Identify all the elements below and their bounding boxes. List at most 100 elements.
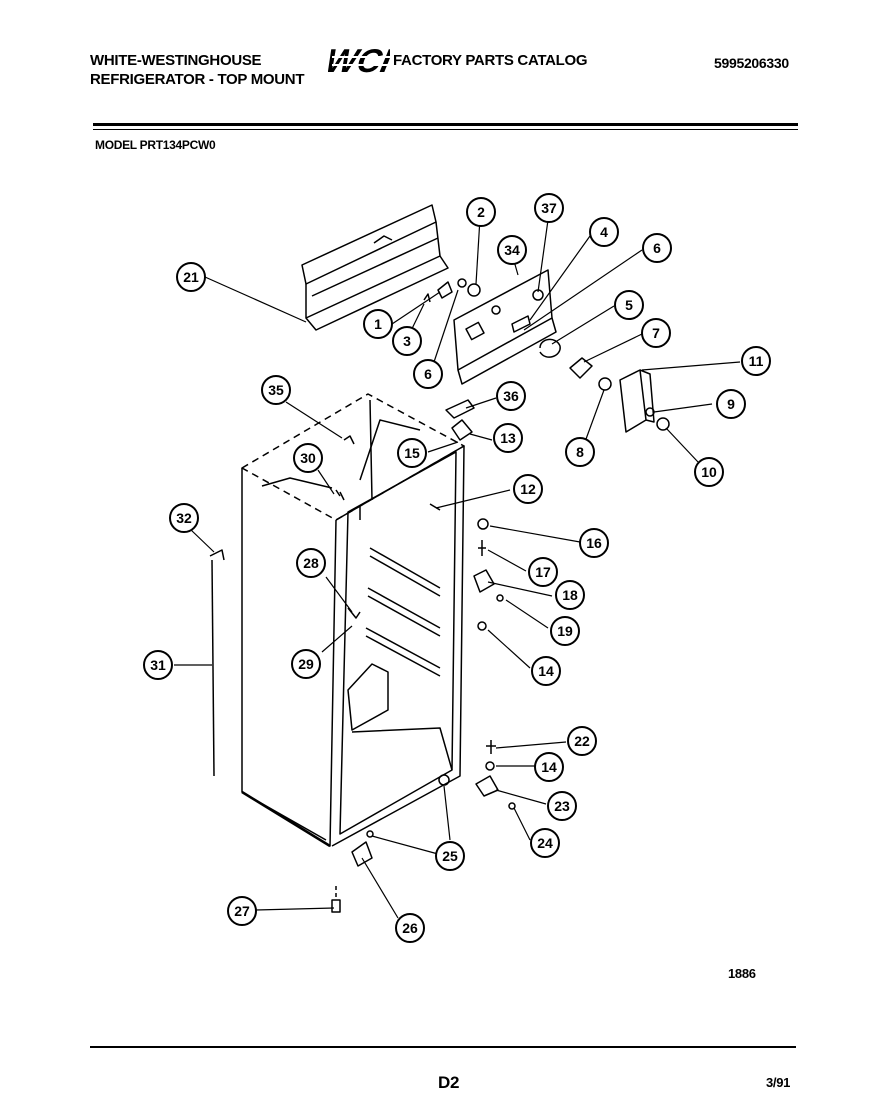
refrigerator-cabinet <box>241 393 465 848</box>
leader-lines <box>174 217 741 919</box>
callout-32: 32 <box>169 503 199 533</box>
callout-22: 22 <box>567 726 597 756</box>
callout-circle <box>143 650 173 680</box>
callout-label: 30 <box>300 450 316 466</box>
callout-25: 25 <box>435 841 465 871</box>
callout-label: 24 <box>537 835 553 851</box>
callout-circle <box>716 389 746 419</box>
callout-label: 14 <box>538 663 554 679</box>
callout-label: 16 <box>586 535 602 551</box>
callout-circle <box>435 841 465 871</box>
callout-23: 23 <box>547 791 577 821</box>
callout-16: 16 <box>579 528 609 558</box>
callout-circle <box>531 656 561 686</box>
callout-circle <box>579 528 609 558</box>
catalog-number: 5995206330 <box>714 55 789 71</box>
callout-circle <box>413 359 443 389</box>
callout-circle <box>567 726 597 756</box>
callout-circle <box>169 503 199 533</box>
callout-1: 1 <box>363 309 393 339</box>
callout-14: 14 <box>531 656 561 686</box>
callout-circle <box>534 193 564 223</box>
callout-label: 36 <box>503 388 519 404</box>
callout-12: 12 <box>513 474 543 504</box>
callout-circle <box>550 616 580 646</box>
logo-text: WCI <box>328 44 390 76</box>
callout-label: 29 <box>298 656 314 672</box>
callout-circle <box>741 346 771 376</box>
callout-circle <box>534 752 564 782</box>
callout-label: 25 <box>442 848 458 864</box>
callout-6: 6 <box>413 359 443 389</box>
callout-circle <box>291 649 321 679</box>
callout-circle <box>497 235 527 265</box>
callout-label: 14 <box>541 759 557 775</box>
callout-26: 26 <box>395 913 425 943</box>
catalog-title: FACTORY PARTS CATALOG <box>393 52 588 69</box>
header-rule-top <box>93 123 798 126</box>
callout-10: 10 <box>694 457 724 487</box>
callout-circle <box>261 375 291 405</box>
callout-circle <box>694 457 724 487</box>
callout-14: 14 <box>534 752 564 782</box>
callout-circle <box>555 580 585 610</box>
callout-3: 3 <box>392 326 422 356</box>
callout-label: 21 <box>183 269 199 285</box>
callout-label: 11 <box>749 353 764 369</box>
callout-label: 18 <box>562 587 578 603</box>
callout-8: 8 <box>565 437 595 467</box>
callout-circle <box>466 197 496 227</box>
callout-13: 13 <box>493 423 523 453</box>
callout-circle <box>296 548 326 578</box>
diagram-number: 1886 <box>728 966 756 981</box>
callout-circle <box>589 217 619 247</box>
callout-24: 24 <box>530 828 560 858</box>
callout-28: 28 <box>296 548 326 578</box>
callout-label: 12 <box>520 481 536 497</box>
callout-21: 21 <box>176 262 206 292</box>
brand-line-1: WHITE-WESTINGHOUSE <box>90 52 262 69</box>
callout-label: 23 <box>554 798 570 814</box>
callout-circle <box>565 437 595 467</box>
top-hinge-parts <box>429 399 475 511</box>
callout-circle <box>642 233 672 263</box>
callout-circle <box>176 262 206 292</box>
callout-label: 5 <box>625 297 633 313</box>
revision-date: 3/91 <box>766 1075 791 1090</box>
callout-label: 32 <box>176 510 192 526</box>
callout-circle <box>513 474 543 504</box>
callout-11: 11 <box>741 346 771 376</box>
page-id: D2 <box>438 1073 460 1092</box>
callout-circle <box>227 896 257 926</box>
top-trim-panel <box>301 204 449 331</box>
callout-34: 34 <box>497 235 527 265</box>
callout-4: 4 <box>589 217 619 247</box>
callout-label: 4 <box>600 224 608 240</box>
callout-circle <box>493 423 523 453</box>
callout-circle <box>614 290 644 320</box>
callout-label: 10 <box>701 464 717 480</box>
callout-label: 34 <box>504 242 520 258</box>
callout-label: 9 <box>727 396 735 412</box>
callout-27: 27 <box>227 896 257 926</box>
callout-circle <box>547 791 577 821</box>
callout-circle <box>395 913 425 943</box>
callout-18: 18 <box>555 580 585 610</box>
evaporator-cover <box>598 369 670 433</box>
callout-label: 1 <box>374 316 382 332</box>
wci-logo: WCI <box>328 44 390 76</box>
callout-29: 29 <box>291 649 321 679</box>
callout-35: 35 <box>261 375 291 405</box>
callout-label: 8 <box>576 444 584 460</box>
callout-label: 27 <box>234 903 250 919</box>
callout-37: 37 <box>534 193 564 223</box>
parts-drawing <box>174 204 741 919</box>
callout-circle <box>530 828 560 858</box>
brand-line-2: REFRIGERATOR - TOP MOUNT <box>90 71 305 88</box>
callout-5: 5 <box>614 290 644 320</box>
callout-2: 2 <box>466 197 496 227</box>
callout-15: 15 <box>397 438 427 468</box>
callout-circle <box>528 557 558 587</box>
callout-label: 31 <box>150 657 166 673</box>
